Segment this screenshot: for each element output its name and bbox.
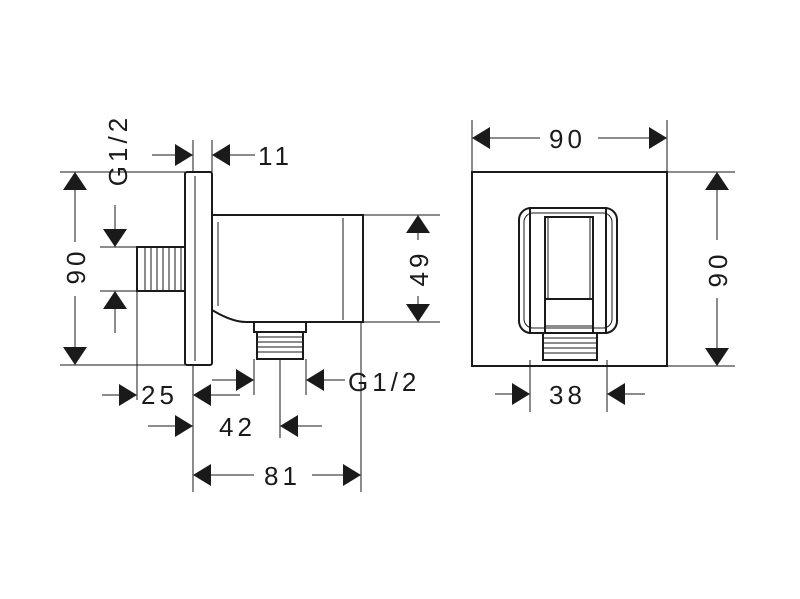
dim-front-outlet-38-label: 38 [549, 380, 586, 410]
front-outlet-thread [542, 332, 598, 361]
dim-depth-81-label: 81 [264, 461, 301, 491]
dim-thread-bottom [212, 369, 345, 391]
dim-front-outlet-38 [495, 383, 645, 405]
dim-depth-81 [193, 464, 361, 486]
dim-thread-top-label: G1/2 [103, 114, 133, 186]
outlet-body [211, 214, 364, 323]
dim-plate-11 [152, 144, 255, 166]
dim-front-height-90-label: 90 [703, 251, 733, 288]
front-view: 90 90 38 [471, 120, 735, 412]
dim-front-width-90-label: 90 [549, 124, 586, 154]
dim-body-49 [406, 215, 430, 322]
wall-plate [184, 171, 213, 366]
dim-height-90 [63, 172, 87, 365]
inlet-thread [136, 246, 186, 292]
dim-thread-top [103, 205, 127, 333]
dim-inlet-25 [102, 384, 240, 406]
dim-plate-11-label: 11 [258, 141, 293, 171]
dim-thread-bottom-label: G1/2 [348, 367, 420, 397]
holder-outer [518, 207, 618, 334]
dim-inlet-25-label: 25 [141, 380, 178, 410]
front-plate [471, 171, 668, 367]
dim-outlet-42 [148, 415, 322, 437]
outlet-thread [253, 321, 307, 360]
dim-front-height-90 [705, 172, 729, 366]
dim-height-90-label: 90 [61, 248, 91, 285]
dim-front-width-90 [472, 127, 667, 149]
side-view: 90 G1/2 11 49 [60, 114, 440, 492]
dim-outlet-42-label: 42 [219, 412, 256, 442]
dim-body-49-label: 49 [404, 250, 434, 287]
